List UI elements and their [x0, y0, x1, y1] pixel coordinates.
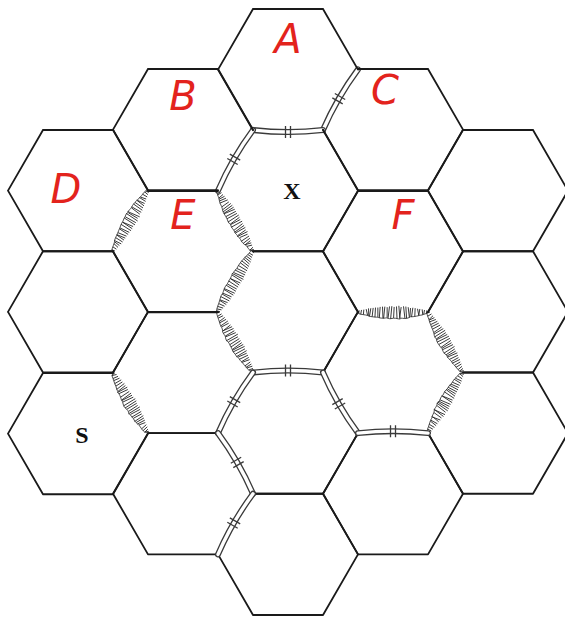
- hex-label: S: [12, 423, 152, 447]
- hex-cell: X: [218, 130, 358, 251]
- barbed-wire-core: [218, 373, 253, 434]
- hex-label: F: [333, 195, 473, 235]
- hedge-outline: [427, 312, 463, 373]
- hedge: [217, 191, 254, 250]
- hex-cell: E: [113, 191, 253, 312]
- hex-label: B: [113, 76, 253, 116]
- hex-cell-outline: [113, 312, 218, 433]
- hex-cell-outline: [253, 433, 358, 494]
- barbed-wire: [323, 373, 358, 434]
- hedge: [216, 250, 253, 312]
- hedge-outline: [358, 312, 428, 319]
- hedge-outline: [112, 191, 148, 252]
- barbed-wire: [323, 69, 358, 130]
- hedge-outline: [217, 191, 253, 252]
- wire-barb: [231, 457, 244, 467]
- hex-label: C: [315, 70, 455, 110]
- hex-cell-outline: [323, 433, 463, 554]
- barbed-wire: [218, 433, 253, 494]
- hex-cell: S: [8, 373, 148, 494]
- barbed-wire-core: [253, 371, 323, 373]
- hex-cell: A: [218, 9, 358, 130]
- hex-cell-outline: [428, 251, 565, 372]
- wire-barb: [227, 154, 240, 164]
- wire-barb: [286, 365, 291, 377]
- barbed-wire: [358, 431, 428, 433]
- barbed-wire-core: [218, 494, 253, 555]
- hedge: [112, 191, 149, 251]
- hex-cell: B: [113, 69, 253, 190]
- wire-barb: [332, 94, 345, 104]
- barbed-wire-core: [218, 433, 253, 494]
- wire-barb: [227, 397, 240, 407]
- hex-cell-outline: [253, 130, 358, 251]
- barbed-wire-core: [253, 130, 323, 132]
- barbed-wire-core: [323, 373, 358, 434]
- hex-cell-outline: [428, 130, 565, 251]
- hedge-outline: [427, 373, 463, 434]
- hedge: [427, 312, 464, 371]
- hex-cell-outline: [218, 494, 358, 615]
- hex-cell-outline: [428, 373, 565, 494]
- barbed-wire-core: [358, 431, 428, 433]
- barbed-wires: [218, 69, 428, 554]
- hex-label: A: [218, 19, 358, 59]
- barbed-wire: [218, 373, 253, 434]
- hex-cell: F: [323, 191, 463, 312]
- hex-cell-outline: [218, 9, 358, 130]
- hex-cell-outline: [113, 69, 253, 190]
- hedge: [216, 312, 253, 371]
- hex-cell: C: [323, 69, 463, 190]
- hex-label: E: [113, 195, 253, 235]
- barbed-wire: [218, 494, 253, 555]
- hedge-outline: [217, 251, 253, 312]
- wire-barb: [227, 518, 240, 528]
- hex-cell-outline: [113, 433, 218, 554]
- barbed-wire-core: [218, 130, 253, 191]
- hex-label: X: [222, 179, 362, 203]
- hex-label: D: [0, 169, 136, 209]
- hex-cell-outline: [323, 312, 358, 373]
- hex-cell: D: [8, 130, 148, 251]
- hedge: [359, 306, 427, 320]
- hedge-outline: [112, 373, 148, 434]
- hex-cell-outline: [113, 191, 218, 312]
- hedge: [427, 373, 464, 433]
- wire-barb: [391, 425, 396, 437]
- barbed-wire: [218, 130, 253, 191]
- hedge-outline: [217, 312, 253, 373]
- hedge: [112, 373, 149, 433]
- barbed-wire-core: [323, 69, 358, 130]
- hex-cell-outline: [8, 251, 148, 372]
- wire-barb: [286, 126, 291, 138]
- wire-barb: [332, 399, 345, 409]
- hex-cell-outline: [253, 251, 358, 372]
- barbed-wire: [253, 371, 323, 373]
- barbed-wire: [253, 130, 323, 132]
